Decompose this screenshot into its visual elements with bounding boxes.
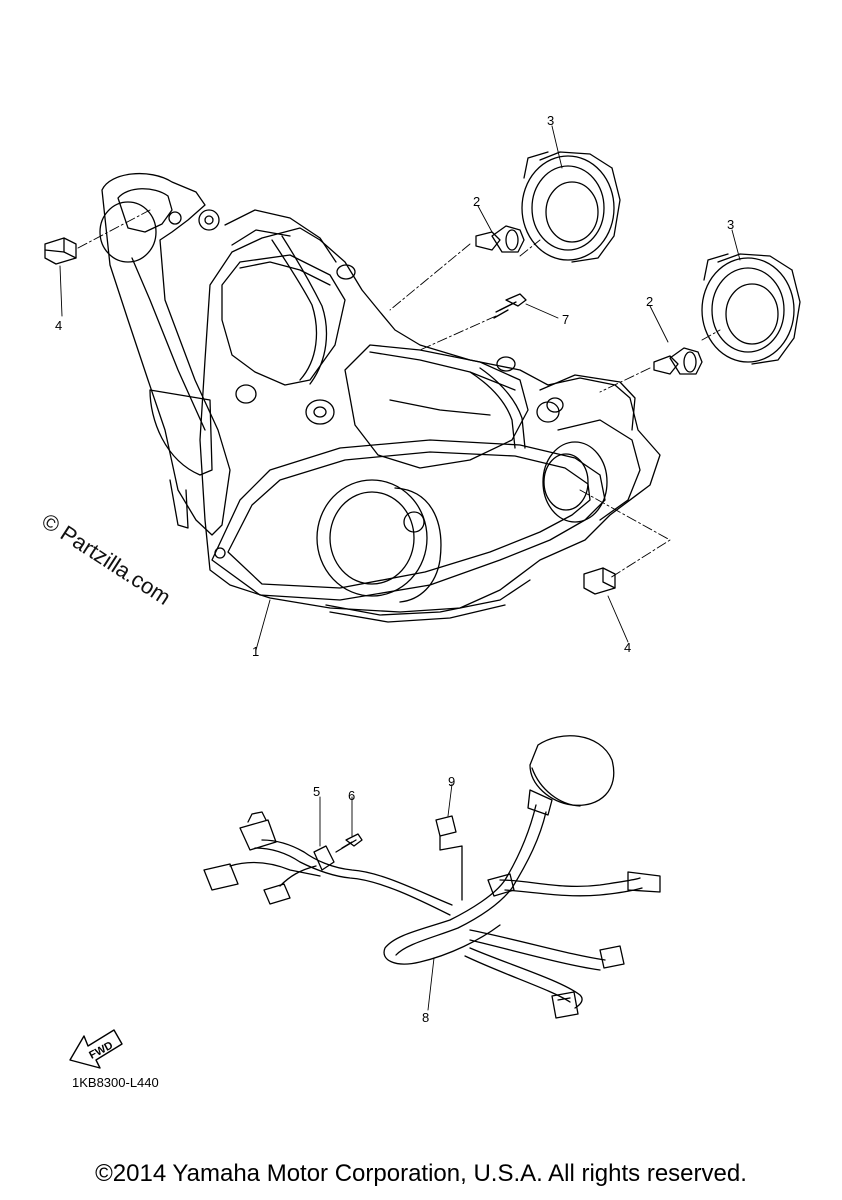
bulb-right	[653, 347, 703, 375]
bulb-cover-left	[521, 151, 621, 263]
bulb-left	[475, 225, 525, 253]
callout-4-right: 4	[624, 640, 631, 655]
leader-lines	[59, 125, 741, 1011]
bolt-6	[335, 833, 363, 853]
callout-2-right: 2	[646, 294, 653, 309]
callout-3-left: 3	[547, 113, 554, 128]
callout-1: 1	[252, 644, 259, 659]
callout-5: 5	[313, 784, 320, 799]
watermark: © Partzilla.com	[37, 508, 175, 610]
fwd-label: FWD	[87, 1039, 115, 1061]
headlight-assembly	[99, 172, 661, 623]
diagram-code: 1KB8300-L440	[72, 1075, 159, 1090]
bulb-cover-right	[701, 253, 801, 365]
callout-8: 8	[422, 1010, 429, 1025]
callout-4-left: 4	[55, 318, 62, 333]
callout-3-right: 3	[727, 217, 734, 232]
cap-right	[583, 567, 616, 595]
callout-9: 9	[448, 774, 455, 789]
cap-left	[44, 237, 77, 265]
screw-7	[493, 293, 527, 319]
callout-6: 6	[348, 788, 355, 803]
fwd-arrow-icon: FWD	[69, 1029, 123, 1069]
wire-harness	[203, 735, 661, 1019]
alignment-lines	[77, 209, 721, 579]
callout-7: 7	[562, 312, 569, 327]
callout-2-left: 2	[473, 194, 480, 209]
copyright-notice: ©2014 Yamaha Motor Corporation, U.S.A. A…	[95, 1160, 747, 1187]
